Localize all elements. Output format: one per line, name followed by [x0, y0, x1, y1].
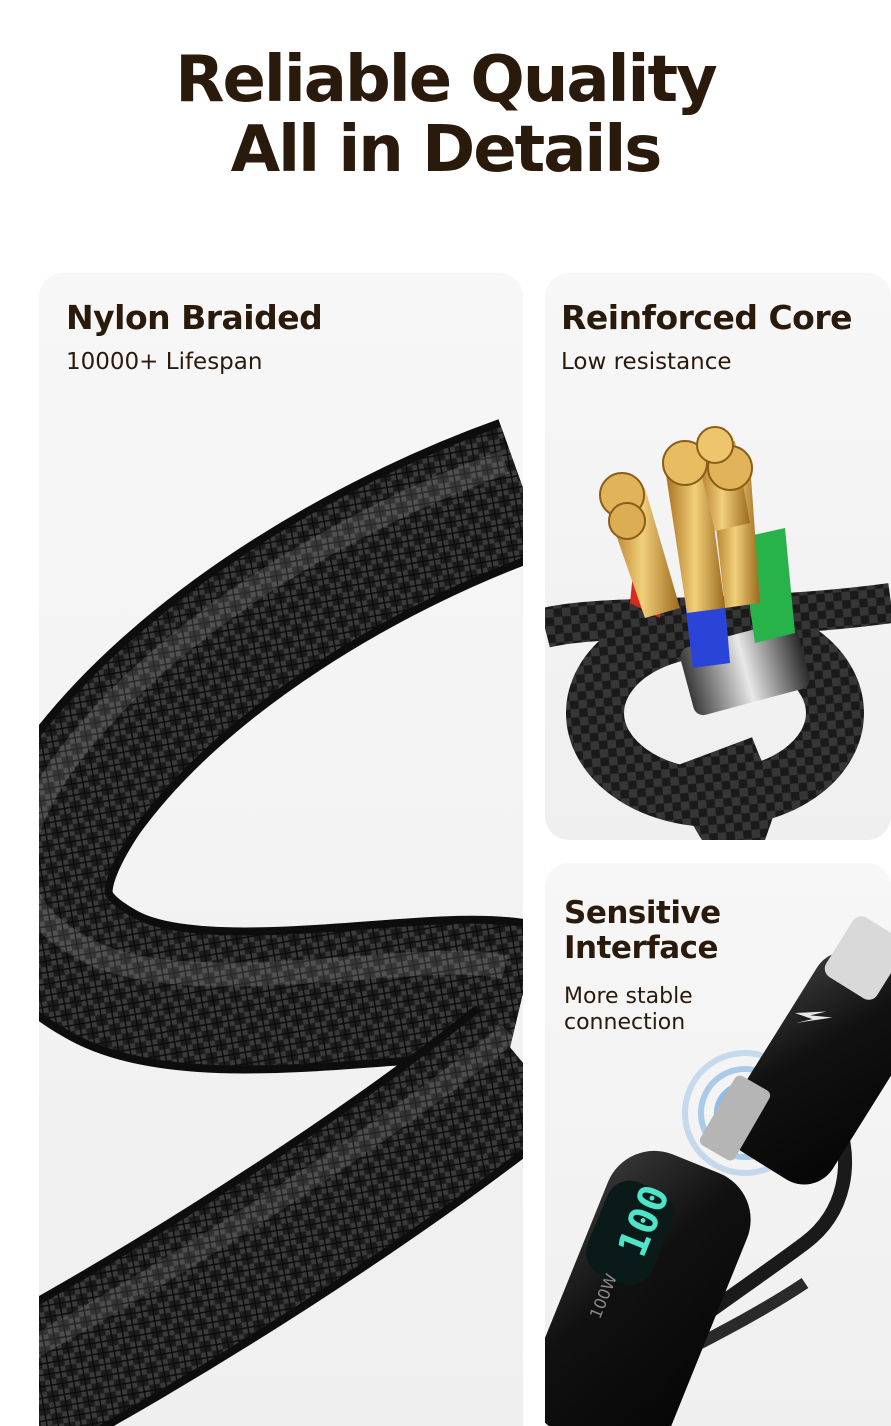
- headline-line-2: All in Details: [230, 112, 663, 187]
- interface-card-title: Sensitive Interface: [564, 895, 721, 966]
- lightning-bolt-icon: [795, 1011, 833, 1023]
- reinforced-core-card: Reinforced Core Low resistance: [545, 273, 891, 840]
- sensitive-interface-card: 100 100W Sensitive Interface More stable…: [545, 863, 891, 1426]
- interface-card-subtitle: More stable connection: [564, 984, 693, 1035]
- braided-cable-illustration: [39, 419, 523, 1426]
- nylon-card-subtitle: 10000+ Lifespan: [66, 349, 263, 375]
- nylon-braided-card: Nylon Braided 10000+ Lifespan: [39, 273, 523, 1426]
- connector-illustration: 100 100W: [545, 916, 891, 1426]
- page-headline: Reliable Quality All in Details: [0, 43, 891, 185]
- core-card-title: Reinforced Core: [561, 298, 853, 337]
- core-card-subtitle: Low resistance: [561, 349, 732, 375]
- nylon-card-title: Nylon Braided: [66, 298, 323, 337]
- cable-core-illustration: [545, 426, 891, 840]
- headline-line-1: Reliable Quality: [175, 42, 718, 117]
